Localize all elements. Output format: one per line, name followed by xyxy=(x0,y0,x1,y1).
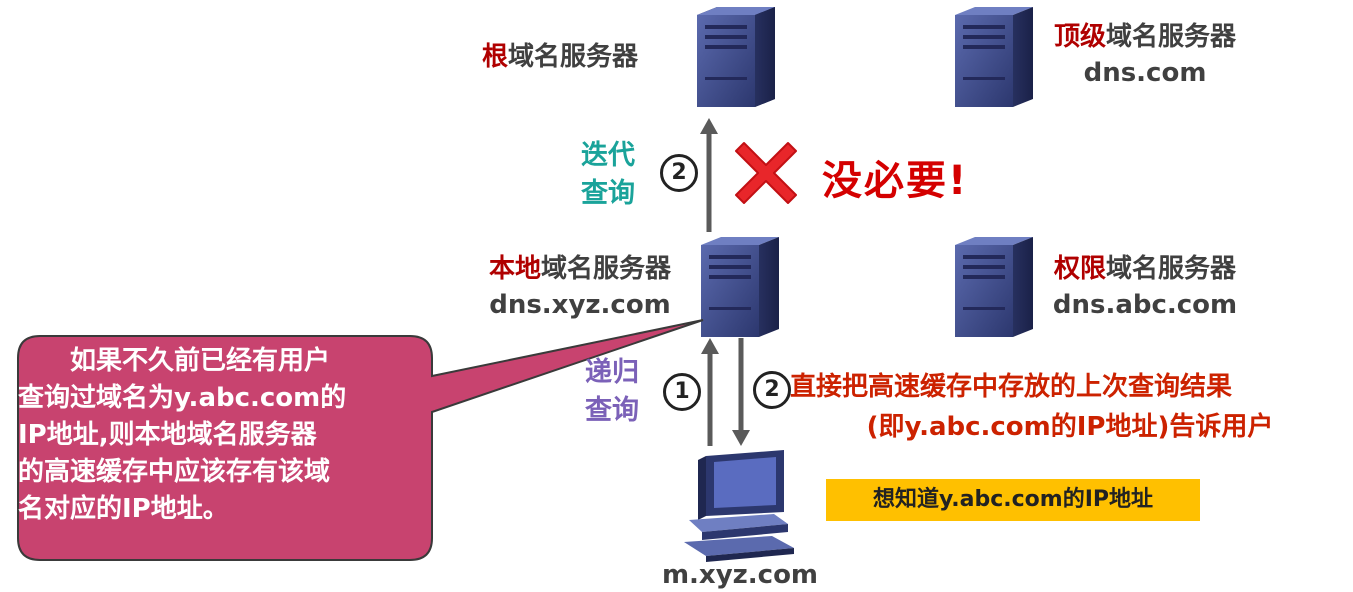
root-server-icon xyxy=(697,7,775,107)
callout-line: 名对应的IP地址。 xyxy=(18,494,229,524)
response-note-line1: 直接把高速缓存中存放的上次查询结果 xyxy=(790,372,1233,402)
unnecessary-text: 没必要! xyxy=(822,158,969,204)
response-step-number: 2 xyxy=(753,371,791,409)
auth-server-label-rest: 域名服务器 xyxy=(1106,254,1237,284)
root-server-label-highlight: 根 xyxy=(481,42,508,72)
tld-server-icon xyxy=(955,7,1033,107)
callout-line: 查询过域名为y.abc.com的 xyxy=(18,383,347,413)
local-server-icon xyxy=(701,237,779,337)
recursive-query-line1: 递归 xyxy=(585,357,639,388)
recursive-query-label: 递归 查询 xyxy=(572,354,652,430)
iterative-query-line2: 查询 xyxy=(581,178,635,209)
tld-server-label-rest: 域名服务器 xyxy=(1106,22,1237,52)
iterative-query-arrow xyxy=(700,118,718,232)
recursive-step-number: 1 xyxy=(663,373,701,411)
callout-line: 的高速缓存中应该存有该域 xyxy=(18,457,331,487)
recursive-query-arrow xyxy=(701,338,719,446)
response-arrow xyxy=(732,338,750,446)
tld-server-label: 顶级域名服务器 xyxy=(1040,20,1250,54)
local-server-label-rest: 域名服务器 xyxy=(541,254,672,284)
auth-server-label: 权限域名服务器 xyxy=(1040,252,1250,286)
cross-mark-icon xyxy=(735,142,797,204)
iterative-step-number: 2 xyxy=(660,154,698,192)
local-server-domain: dns.xyz.com xyxy=(489,290,671,320)
local-server-label: 本地域名服务器 xyxy=(470,252,690,286)
tld-server-label-highlight: 顶级 xyxy=(1053,22,1106,52)
auth-server-icon xyxy=(955,237,1033,337)
tld-server-domain: dns.com xyxy=(1083,58,1207,88)
auth-server-label-highlight: 权限 xyxy=(1053,254,1106,284)
client-domain: m.xyz.com xyxy=(661,560,819,590)
root-server-label-rest: 域名服务器 xyxy=(508,42,639,72)
response-note-line2: (即y.abc.com的IP地址)告诉用户 xyxy=(866,412,1274,442)
local-server-label-highlight: 本地 xyxy=(488,254,541,284)
client-computer-icon xyxy=(684,450,794,562)
iterative-query-line1: 迭代 xyxy=(581,140,635,171)
root-server-label: 根域名服务器 xyxy=(440,40,680,74)
callout-line: 如果不久前已经有用户 xyxy=(18,346,331,376)
callout-bubble xyxy=(17,319,704,561)
recursive-query-line2: 查询 xyxy=(585,395,639,426)
iterative-query-label: 迭代 查询 xyxy=(568,137,648,213)
auth-server-domain: dns.abc.com xyxy=(1052,290,1238,320)
callout-text: 如果不久前已经有用户 查询过域名为y.abc.com的 IP地址,则本地域名服务… xyxy=(18,343,428,528)
query-intent-box: 想知道y.abc.com的IP地址 xyxy=(826,479,1200,521)
callout-line: IP地址,则本地域名服务器 xyxy=(18,420,317,450)
